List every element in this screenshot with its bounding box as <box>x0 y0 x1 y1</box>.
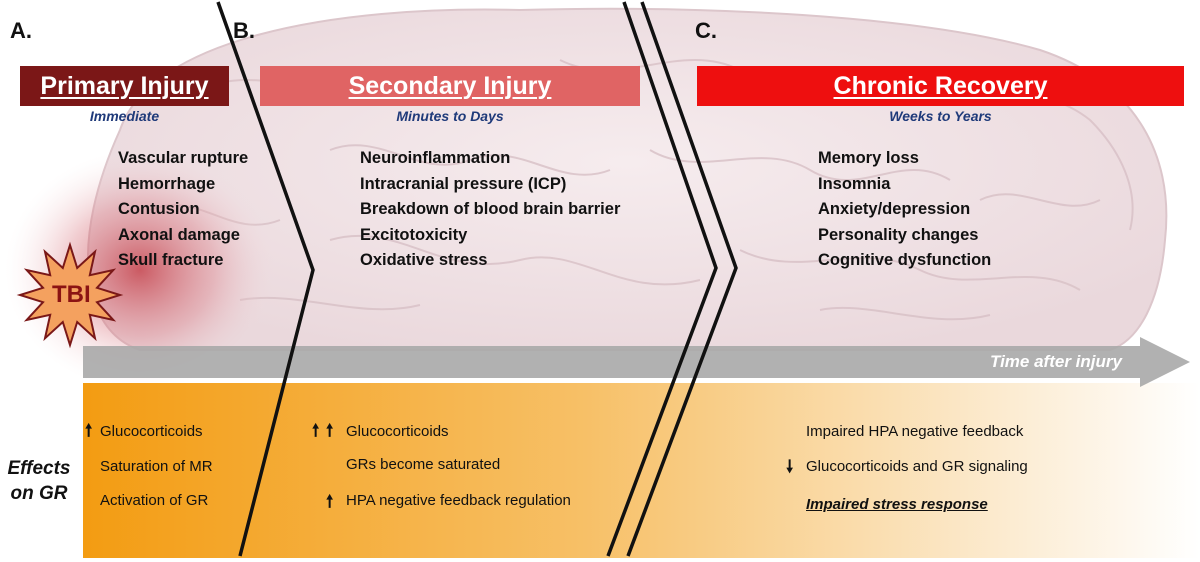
header-chronic-recovery-label: Chronic Recovery <box>833 71 1048 100</box>
list-item: Breakdown of blood brain barrier <box>360 200 621 218</box>
up-arrow-icon: 🠕 <box>326 492 334 511</box>
tbi-starburst <box>16 241 124 349</box>
effects-label-line2: on GR <box>10 483 68 504</box>
timeframe-chronic: Weeks to Years <box>889 108 992 124</box>
list-item: Cognitive dysfunction <box>818 251 992 269</box>
gr-effect-b-2: GRs become saturated <box>346 456 501 473</box>
list-item: Excitotoxicity <box>360 225 468 244</box>
list-item: Intracranial pressure (ICP) <box>360 174 567 193</box>
gr-effect-b-1: Glucocorticoids <box>346 423 449 440</box>
divider-a-b <box>216 1 315 557</box>
gr-effect-c-2: Glucocorticoids and GR signaling <box>806 458 1028 475</box>
gr-effect-c-1: Impaired HPA negative feedback <box>806 423 1024 440</box>
list-item: Axonal damage <box>118 225 240 244</box>
time-arrow <box>83 337 1190 387</box>
effects-on-gr-label: Effects on GR <box>2 456 76 506</box>
gr-effect-a-1: Glucocorticoids <box>100 423 203 440</box>
time-arrow-label: Time after injury <box>990 352 1122 371</box>
gr-effect-a-2: Saturation of MR <box>100 458 213 475</box>
gr-effect-a-3: Activation of GR <box>100 492 209 509</box>
primary-injury-list: Vascular rupture Hemorrhage Contusion Ax… <box>118 146 248 274</box>
gr-effect-c-3: Impaired stress response <box>806 496 988 513</box>
secondary-injury-list: Neuroinflammation Intracranial pressure … <box>360 146 620 274</box>
down-arrow-icon: 🠗 <box>786 457 794 476</box>
up-arrow-icon: 🠕 <box>326 421 334 440</box>
list-item: Skull fracture <box>118 251 224 269</box>
list-item: Vascular rupture <box>118 149 249 167</box>
header-primary-injury-label: Primary Injury <box>40 71 209 100</box>
gr-effect-b-3: HPA negative feedback regulation <box>346 492 571 509</box>
header-secondary-injury: Secondary Injury <box>260 66 640 106</box>
panel-letter-c: C. <box>695 18 717 43</box>
list-item: Insomnia <box>818 174 891 193</box>
timeframe-primary: Immediate <box>89 108 160 124</box>
header-chronic-recovery: Chronic Recovery <box>697 66 1184 106</box>
panel-letter-b: B. <box>233 18 255 43</box>
chronic-recovery-list: Memory loss Insomnia Anxiety/depression … <box>818 146 991 274</box>
up-arrow-icon: 🠕 <box>312 421 320 440</box>
panel-letter-a: A. <box>10 18 32 43</box>
list-item: Contusion <box>118 200 200 218</box>
list-item: Hemorrhage <box>118 174 216 193</box>
list-item: Neuroinflammation <box>360 149 511 167</box>
list-item: Oxidative stress <box>360 251 488 269</box>
timeframe-secondary: Minutes to Days <box>396 108 504 124</box>
effects-label-line1: Effects <box>7 458 71 479</box>
divider-b-c-left <box>606 1 718 557</box>
header-primary-injury: Primary Injury <box>20 66 229 106</box>
list-item: Memory loss <box>818 149 919 167</box>
list-item: Personality changes <box>818 225 979 244</box>
up-arrow-icon: 🠕 <box>85 421 93 440</box>
list-item: Anxiety/depression <box>818 200 971 218</box>
header-secondary-injury-label: Secondary Injury <box>348 71 552 100</box>
divider-b-c-right <box>626 1 738 557</box>
tbi-label: TBI <box>52 281 91 308</box>
